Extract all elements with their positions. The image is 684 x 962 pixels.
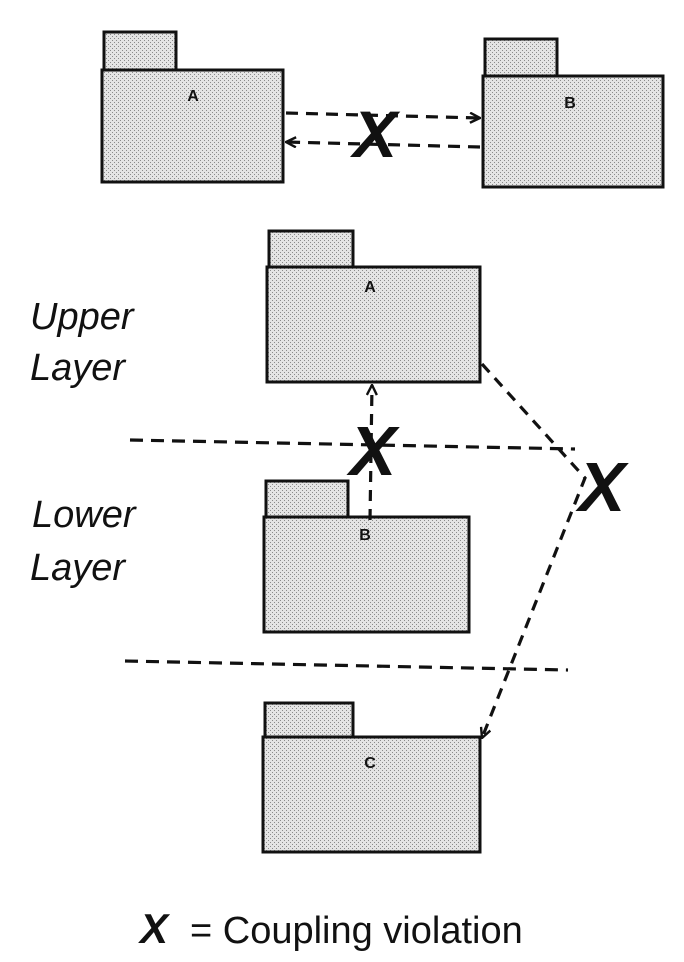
package-c-tab	[263, 701, 355, 739]
package-b-top-label: B	[564, 95, 576, 112]
violation-mark-upward: X	[346, 412, 401, 490]
package-a-top-label: A	[187, 88, 199, 105]
lower-layer-label-line2: Layer	[30, 547, 126, 589]
dependency-a-to-c-skip	[482, 362, 587, 738]
dependency-b-to-a-upward	[370, 385, 372, 521]
package-a-upper-tab	[267, 229, 355, 269]
package-a-upper-body	[265, 265, 482, 384]
violation-mark-skip: X	[575, 448, 630, 526]
upper-layer-label-line2: Layer	[30, 347, 126, 389]
lower-layer-label-line1: Lower	[32, 494, 137, 536]
package-c: C	[261, 701, 482, 854]
package-a-top-body	[100, 68, 285, 184]
package-c-body	[261, 735, 482, 854]
package-c-label: C	[364, 755, 376, 772]
dependency-a-to-b	[285, 111, 480, 118]
legend: X = Coupling violation	[138, 905, 523, 952]
package-b-top-body	[481, 74, 665, 189]
package-b-lower-tab	[264, 479, 350, 519]
package-b-lower-body	[262, 515, 471, 634]
package-b-top-tab	[483, 37, 559, 78]
layer-boundary-upper-lower	[129, 438, 576, 451]
upper-layer-label-line1: Upper	[30, 296, 135, 338]
package-b-lower-label: B	[359, 527, 371, 544]
package-a-upper-label: A	[364, 279, 376, 296]
layer-boundary-lower-c	[124, 659, 569, 672]
legend-text: = Coupling violation	[190, 910, 523, 952]
package-a-upper: A	[265, 229, 482, 384]
package-a-top-tab	[102, 30, 178, 72]
legend-symbol: X	[138, 905, 171, 952]
package-a-top: A	[100, 30, 285, 184]
package-b-top: B	[481, 37, 665, 189]
violation-mark-top: X	[349, 97, 401, 171]
dependency-b-to-a	[286, 142, 481, 149]
package-b-lower: B	[262, 479, 471, 634]
